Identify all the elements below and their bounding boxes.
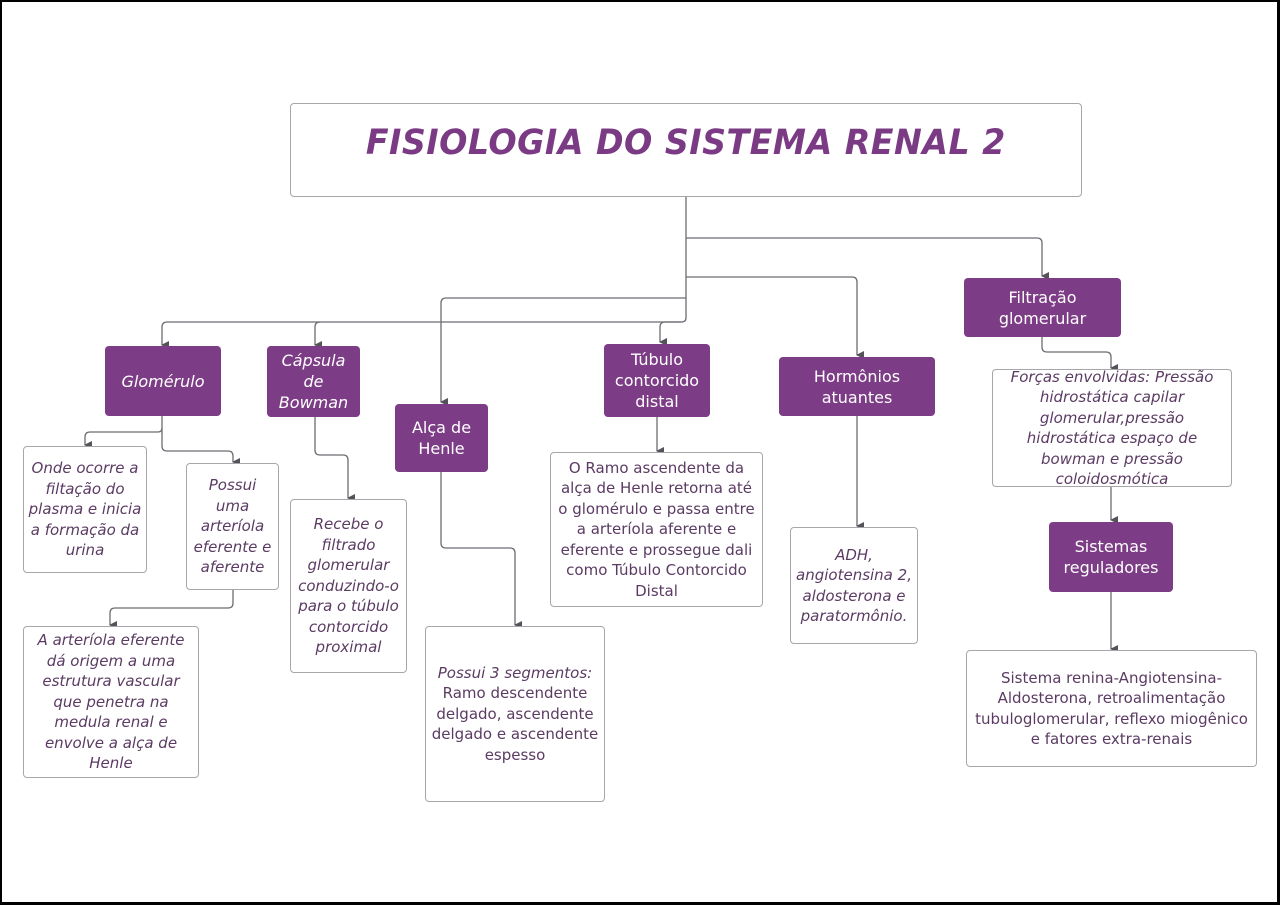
note-tubulo-ramo-text: O Ramo ascendente da alça de Henle retor… [558,458,755,600]
node-tubulo-contorcido-distal[interactable]: Túbulo contorcido distal [604,344,710,417]
node-capsula-label: Cápsula de Bowman [278,351,349,412]
page-title: FISIOLOGIA DO SISTEMA RENAL 2 [366,123,1006,163]
note-glomerulo-possui-text: Possui uma arteríola eferente e aferente [193,476,272,577]
node-sistemas-reguladores[interactable]: Sistemas reguladores [1049,522,1173,592]
note-glomerulo-arteriola: A arteríola eferente dá origem a uma est… [23,626,199,778]
connector-glomerulo-possui [161,428,240,466]
note-glomerulo-possui: Possui uma arteríola eferente e aferente [186,463,279,590]
node-capsula-de-bowman[interactable]: Cápsula de Bowman [267,346,360,417]
note-alca-possui: Possui 3 segmentos: Ramo descendente del… [425,626,605,802]
note-capsula-recebe: Recebe o filtrado glomerular conduzindo-… [290,499,407,673]
note-hormonios-lista-text: ADH, angiotensina 2, aldosterona e parat… [796,545,912,626]
connector-to-hormonios [686,276,864,359]
note-glomerulo-arteriola-text: A arteríola eferente dá origem a uma est… [37,631,185,773]
note-capsula-recebe-text: Recebe o filtrado glomerular conduzindo-… [298,515,399,657]
node-filtracao-glomerular[interactable]: Filtração glomerular [964,278,1121,337]
node-tubulo-label: Túbulo contorcido distal [614,350,700,411]
connector-to-capsula [314,321,322,349]
note-alca-rest: Ramo descendente delgado, ascendente del… [431,684,599,764]
connector-to-filtracao [686,237,1049,280]
node-alca-label: Alça de Henle [411,418,472,458]
node-hormonios-label: Hormônios atuantes [813,366,901,407]
title-box: FISIOLOGIA DO SISTEMA RENAL 2 [290,103,1082,197]
note-hormonios-lista: ADH, angiotensina 2, aldosterona e parat… [790,527,918,644]
node-glomerulo[interactable]: Glomérulo [105,346,221,416]
note-alca-italic: Possui 3 segmentos: [437,663,593,682]
connector-capsula-recebe [314,417,355,502]
note-sistemas-lista-text: Sistema renina-Angiotensina-Aldosterona,… [975,668,1248,749]
note-filtracao-forcas: Forças envolvidas: Pressão hidrostática … [992,367,1232,489]
connector-filtracao-forcas [1041,337,1118,372]
connector-to-glomerulo [161,321,681,349]
node-hormonios-atuantes[interactable]: Hormônios atuantes [779,357,935,416]
node-sistemas-label: Sistemas reguladores [1063,537,1159,577]
node-alca-de-henle[interactable]: Alça de Henle [395,404,488,472]
connector-possui-arteriola [109,589,234,629]
node-filtracao-label: Filtração glomerular [998,287,1087,328]
connector-alca-possui [440,472,522,629]
connector-glomerulo-onde [84,416,163,449]
note-sistemas-lista: Sistema renina-Angiotensina-Aldosterona,… [966,650,1257,767]
connector-to-alca [440,297,686,406]
note-glomerulo-onde-text: Onde ocorre a filtação do plasma e inici… [28,459,142,560]
note-filtracao-forcas-text: Forças envolvidas: Pressão hidrostática … [1010,367,1214,489]
node-glomerulo-label: Glomérulo [121,371,205,391]
note-alca-possui-text: Possui 3 segmentos: Ramo descendente del… [430,663,600,766]
note-glomerulo-onde: Onde ocorre a filtação do plasma e inici… [23,446,147,573]
note-tubulo-ramo: O Ramo ascendente da alça de Henle retor… [550,452,763,607]
